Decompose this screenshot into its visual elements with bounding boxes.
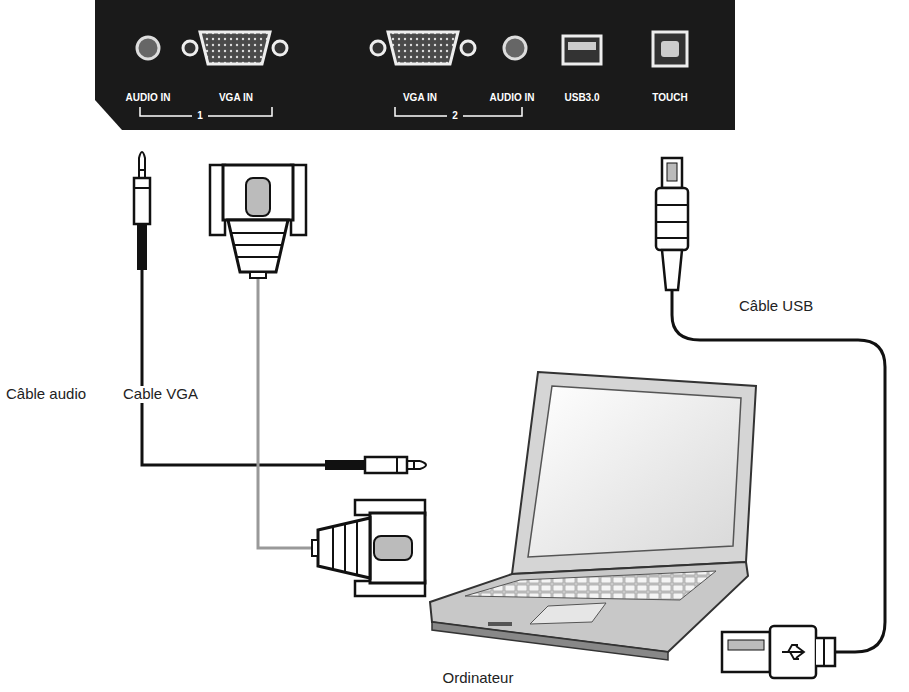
- port-label: AUDIO IN: [489, 92, 536, 103]
- port-label: VGA IN: [402, 92, 438, 103]
- port-label: USB3.0: [563, 92, 600, 103]
- port-label: AUDIO IN: [125, 92, 172, 103]
- display-panel: [95, 0, 735, 130]
- port-number: 2: [451, 110, 459, 121]
- cable-label: Câble USB: [738, 298, 814, 315]
- usb-port: [563, 36, 601, 64]
- vga-cable: [210, 165, 425, 596]
- cable-label: Cable VGA: [122, 386, 199, 403]
- vga-port: [371, 32, 475, 64]
- port-number: 1: [196, 110, 204, 121]
- touch-port: [653, 32, 687, 66]
- vga-port: [183, 32, 287, 64]
- audio-port: [137, 37, 159, 59]
- cable-label: Câble audio: [5, 386, 87, 403]
- audio-cable: [134, 152, 426, 473]
- audio-port: [504, 37, 526, 59]
- device-label: Ordinateur: [442, 670, 515, 687]
- port-label: VGA IN: [218, 92, 254, 103]
- laptop: [430, 372, 756, 660]
- port-label: TOUCH: [651, 92, 688, 103]
